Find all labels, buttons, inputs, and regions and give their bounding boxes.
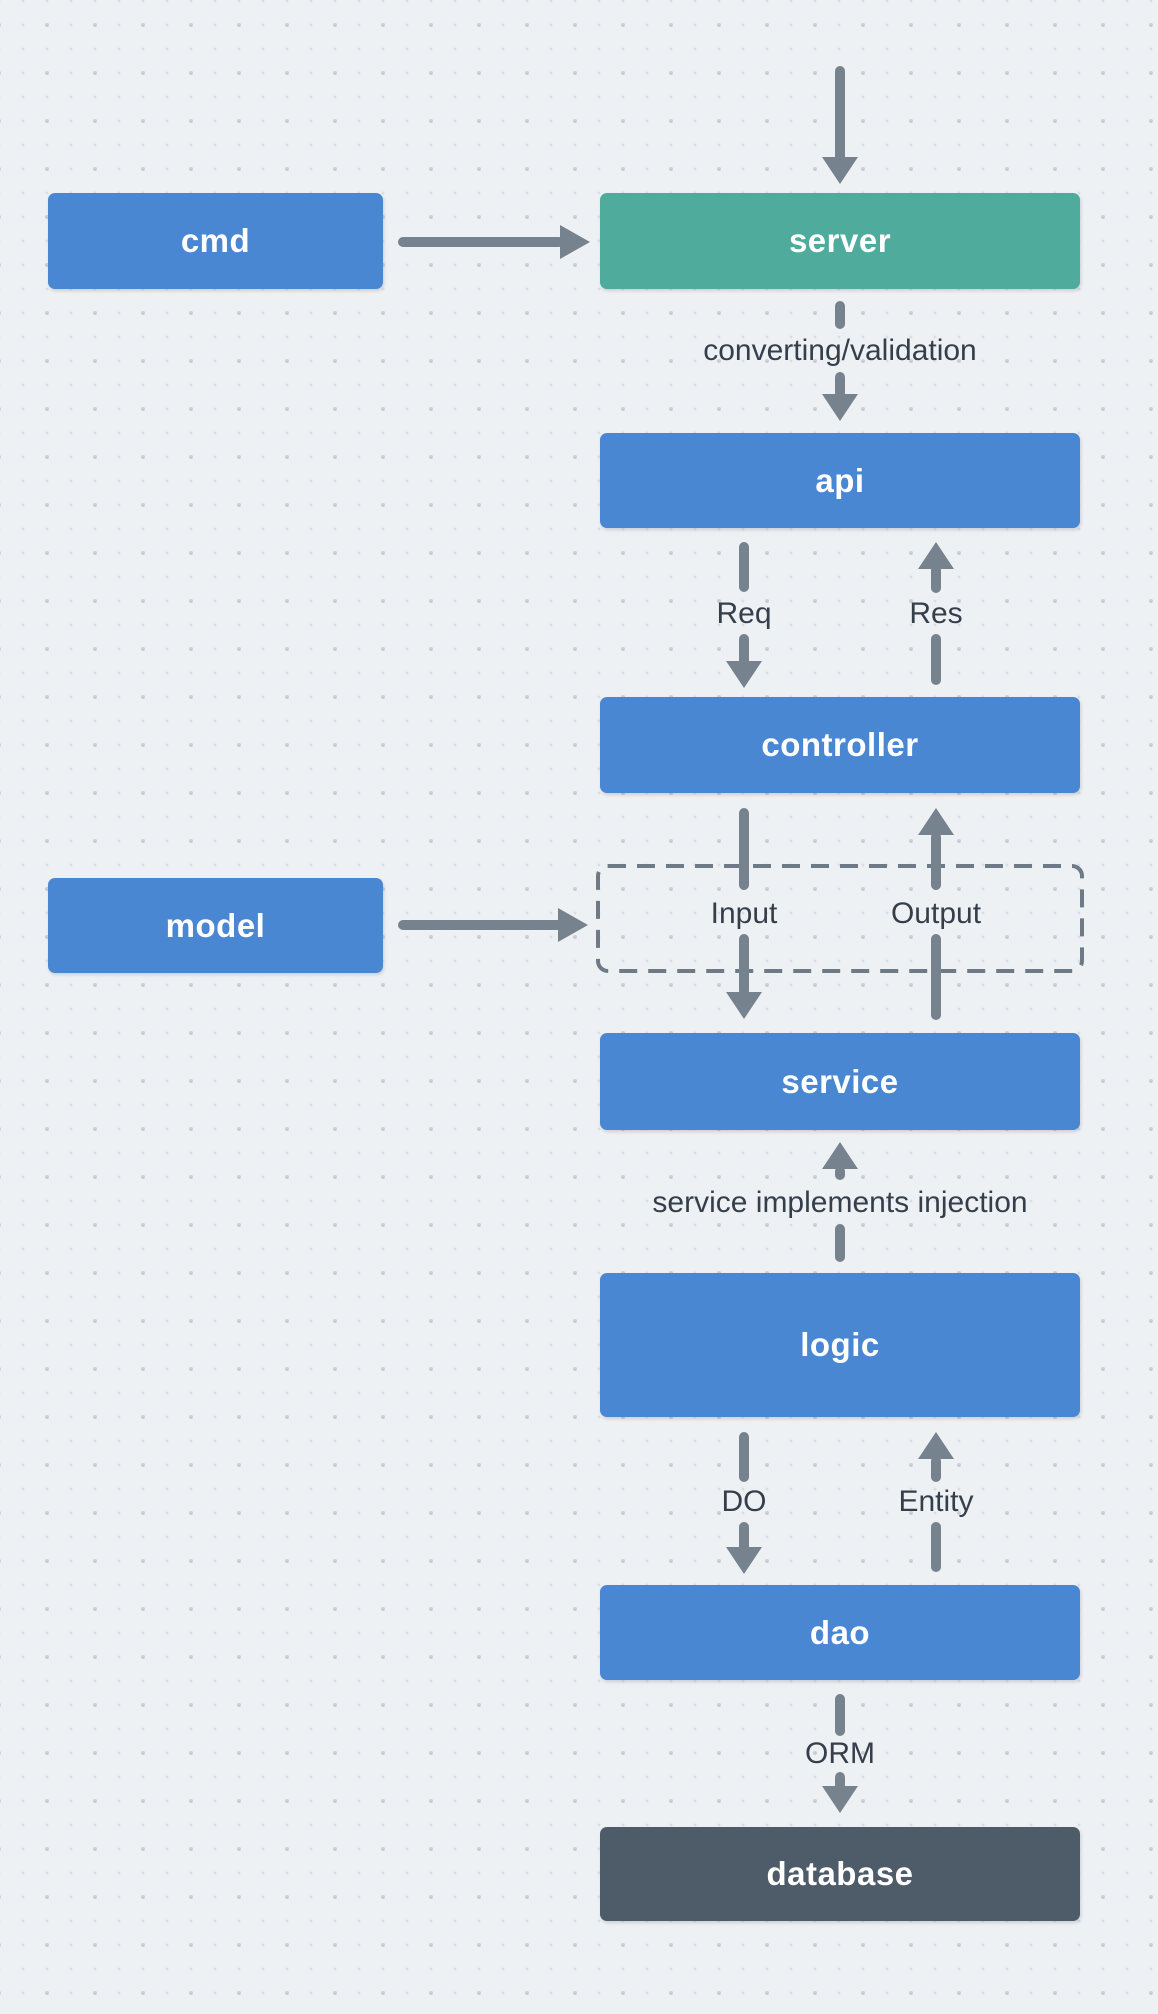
node-logic: logic: [600, 1273, 1080, 1417]
arrow-shaft: [931, 934, 941, 1020]
node-logic-label: logic: [800, 1326, 880, 1363]
arrow-shaft: [931, 1456, 941, 1482]
node-model: model: [48, 878, 383, 973]
arrowhead-into-dao: [726, 1547, 762, 1574]
node-server: server: [600, 193, 1080, 289]
dashed-rect: [596, 864, 1084, 973]
edge-label-entity: Entity: [898, 1485, 974, 1518]
arrow-shaft: [931, 832, 941, 890]
arrow-shaft: [931, 565, 941, 593]
arrow-shaft: [835, 66, 845, 162]
edge-label-injection: service implements injection: [652, 1186, 1028, 1219]
arrow-shaft: [835, 372, 845, 398]
arrowhead-into-controller: [918, 808, 954, 835]
node-dao-label: dao: [809, 1613, 871, 1651]
arrow-shaft: [931, 634, 941, 685]
arrow-shaft: [835, 1166, 845, 1180]
node-dao: dao: [600, 1585, 1080, 1680]
arrow-shaft: [739, 808, 749, 890]
edge-label-orm: ORM: [805, 1737, 875, 1770]
node-database-label: database: [766, 1855, 914, 1892]
node-database: database: [600, 1827, 1080, 1921]
node-server-label: server: [788, 222, 892, 259]
edge-label-output: Output: [890, 897, 982, 930]
arrowhead-into-controller: [726, 661, 762, 688]
edge-label-req: Req: [716, 597, 772, 630]
arrow-shaft: [739, 634, 749, 666]
arrow-shaft: [398, 237, 564, 247]
node-controller-label: controller: [761, 726, 919, 763]
arrow-shaft: [835, 1224, 845, 1262]
arrowhead-into-logic: [918, 1432, 954, 1459]
arrow-shaft: [835, 301, 845, 329]
arrow-shaft: [739, 934, 749, 996]
arrow-shaft: [739, 1522, 749, 1552]
node-cmd: cmd: [48, 193, 383, 289]
arrow-shaft: [835, 1772, 845, 1790]
arrowhead-into-database: [822, 1786, 858, 1813]
node-cmd-label: cmd: [180, 222, 251, 259]
arrowhead-into-service: [822, 1142, 858, 1169]
arrow-shaft: [739, 1432, 749, 1482]
node-api: api: [600, 433, 1080, 528]
arrowhead-into-service: [726, 992, 762, 1019]
arrowhead-into-server: [560, 225, 590, 259]
node-service-label: service: [781, 1062, 899, 1100]
arrow-shaft: [835, 1694, 845, 1736]
arrowhead-into-api: [918, 542, 954, 569]
node-model-label: model: [165, 906, 266, 944]
arrow-shaft: [739, 542, 749, 592]
node-controller: controller: [600, 697, 1080, 793]
arrowhead-into-server: [822, 157, 858, 184]
arrowhead-into-boundary: [558, 908, 588, 942]
dashed-boundary-box: [596, 864, 1084, 973]
arrow-shaft: [931, 1522, 941, 1572]
edge-label-converting: converting/validation: [703, 334, 977, 367]
node-service: service: [600, 1033, 1080, 1130]
arrow-shaft: [398, 920, 562, 930]
edge-label-input: Input: [710, 897, 778, 930]
arrowhead-into-api: [822, 394, 858, 421]
node-api-label: api: [815, 461, 865, 499]
edge-label-res: Res: [909, 597, 963, 630]
edge-label-do: DO: [721, 1485, 767, 1518]
